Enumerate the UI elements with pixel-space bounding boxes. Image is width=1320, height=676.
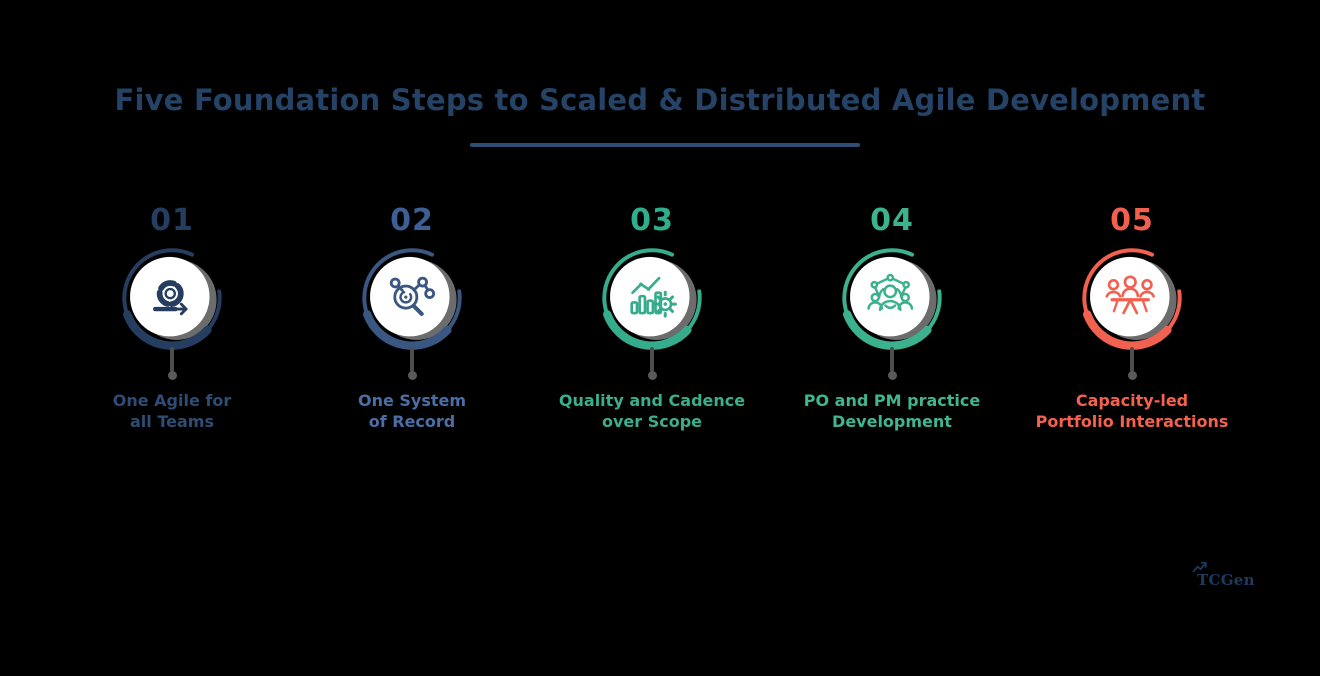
connector-dot — [167, 371, 177, 380]
step-circle — [1082, 248, 1182, 350]
step-number: 03 — [630, 203, 674, 238]
connector-dot — [407, 371, 417, 380]
connector-stem — [167, 347, 177, 380]
step-label: PO and PM practice Development — [803, 391, 981, 432]
step-number: 01 — [150, 203, 194, 238]
step-circle — [842, 248, 942, 350]
step-column-4: 04 — [772, 206, 1012, 432]
step-number: 05 — [1110, 203, 1154, 238]
connector-dot — [647, 371, 657, 380]
page-title: Five Foundation Steps to Scaled & Distri… — [114, 83, 1206, 117]
title-underline — [470, 143, 860, 147]
connector-dot — [1127, 371, 1137, 380]
step-circle — [122, 248, 222, 350]
connector-dot — [887, 371, 897, 380]
team-practice-icon — [867, 273, 914, 312]
step-label: One System of Record — [357, 391, 467, 432]
step-circle — [602, 248, 702, 350]
step-label: Capacity-led Portfolio Interactions — [1035, 391, 1229, 432]
chart-gear-icon — [630, 276, 677, 318]
connector-stem — [1127, 347, 1137, 380]
connector-stem — [407, 347, 417, 380]
step-label: One Agile for all Teams — [112, 391, 232, 432]
agile-sprint-loop-icon — [153, 280, 188, 316]
step-number: 04 — [870, 203, 914, 238]
tcgen-logo: TCGen — [1190, 560, 1264, 596]
meeting-table-icon — [1105, 275, 1155, 315]
steps-row: 01 One Agile for all Teams — [52, 206, 1252, 432]
step-column-5: 05 — [1012, 206, 1252, 432]
zigzag-arrow-icon — [1192, 561, 1207, 573]
step-column-2: 02 — [292, 206, 532, 432]
step-circle — [362, 248, 462, 350]
step-label: Quality and Cadence over Scope — [558, 391, 746, 432]
step-number: 02 — [390, 203, 434, 238]
connector-stem — [647, 347, 657, 380]
step-column-3: 03 — [532, 206, 772, 432]
search-network-icon — [389, 276, 436, 316]
step-column-1: 01 One Agile for all Teams — [52, 206, 292, 432]
connector-stem — [887, 347, 897, 380]
logo-text: TCGen — [1197, 571, 1255, 589]
